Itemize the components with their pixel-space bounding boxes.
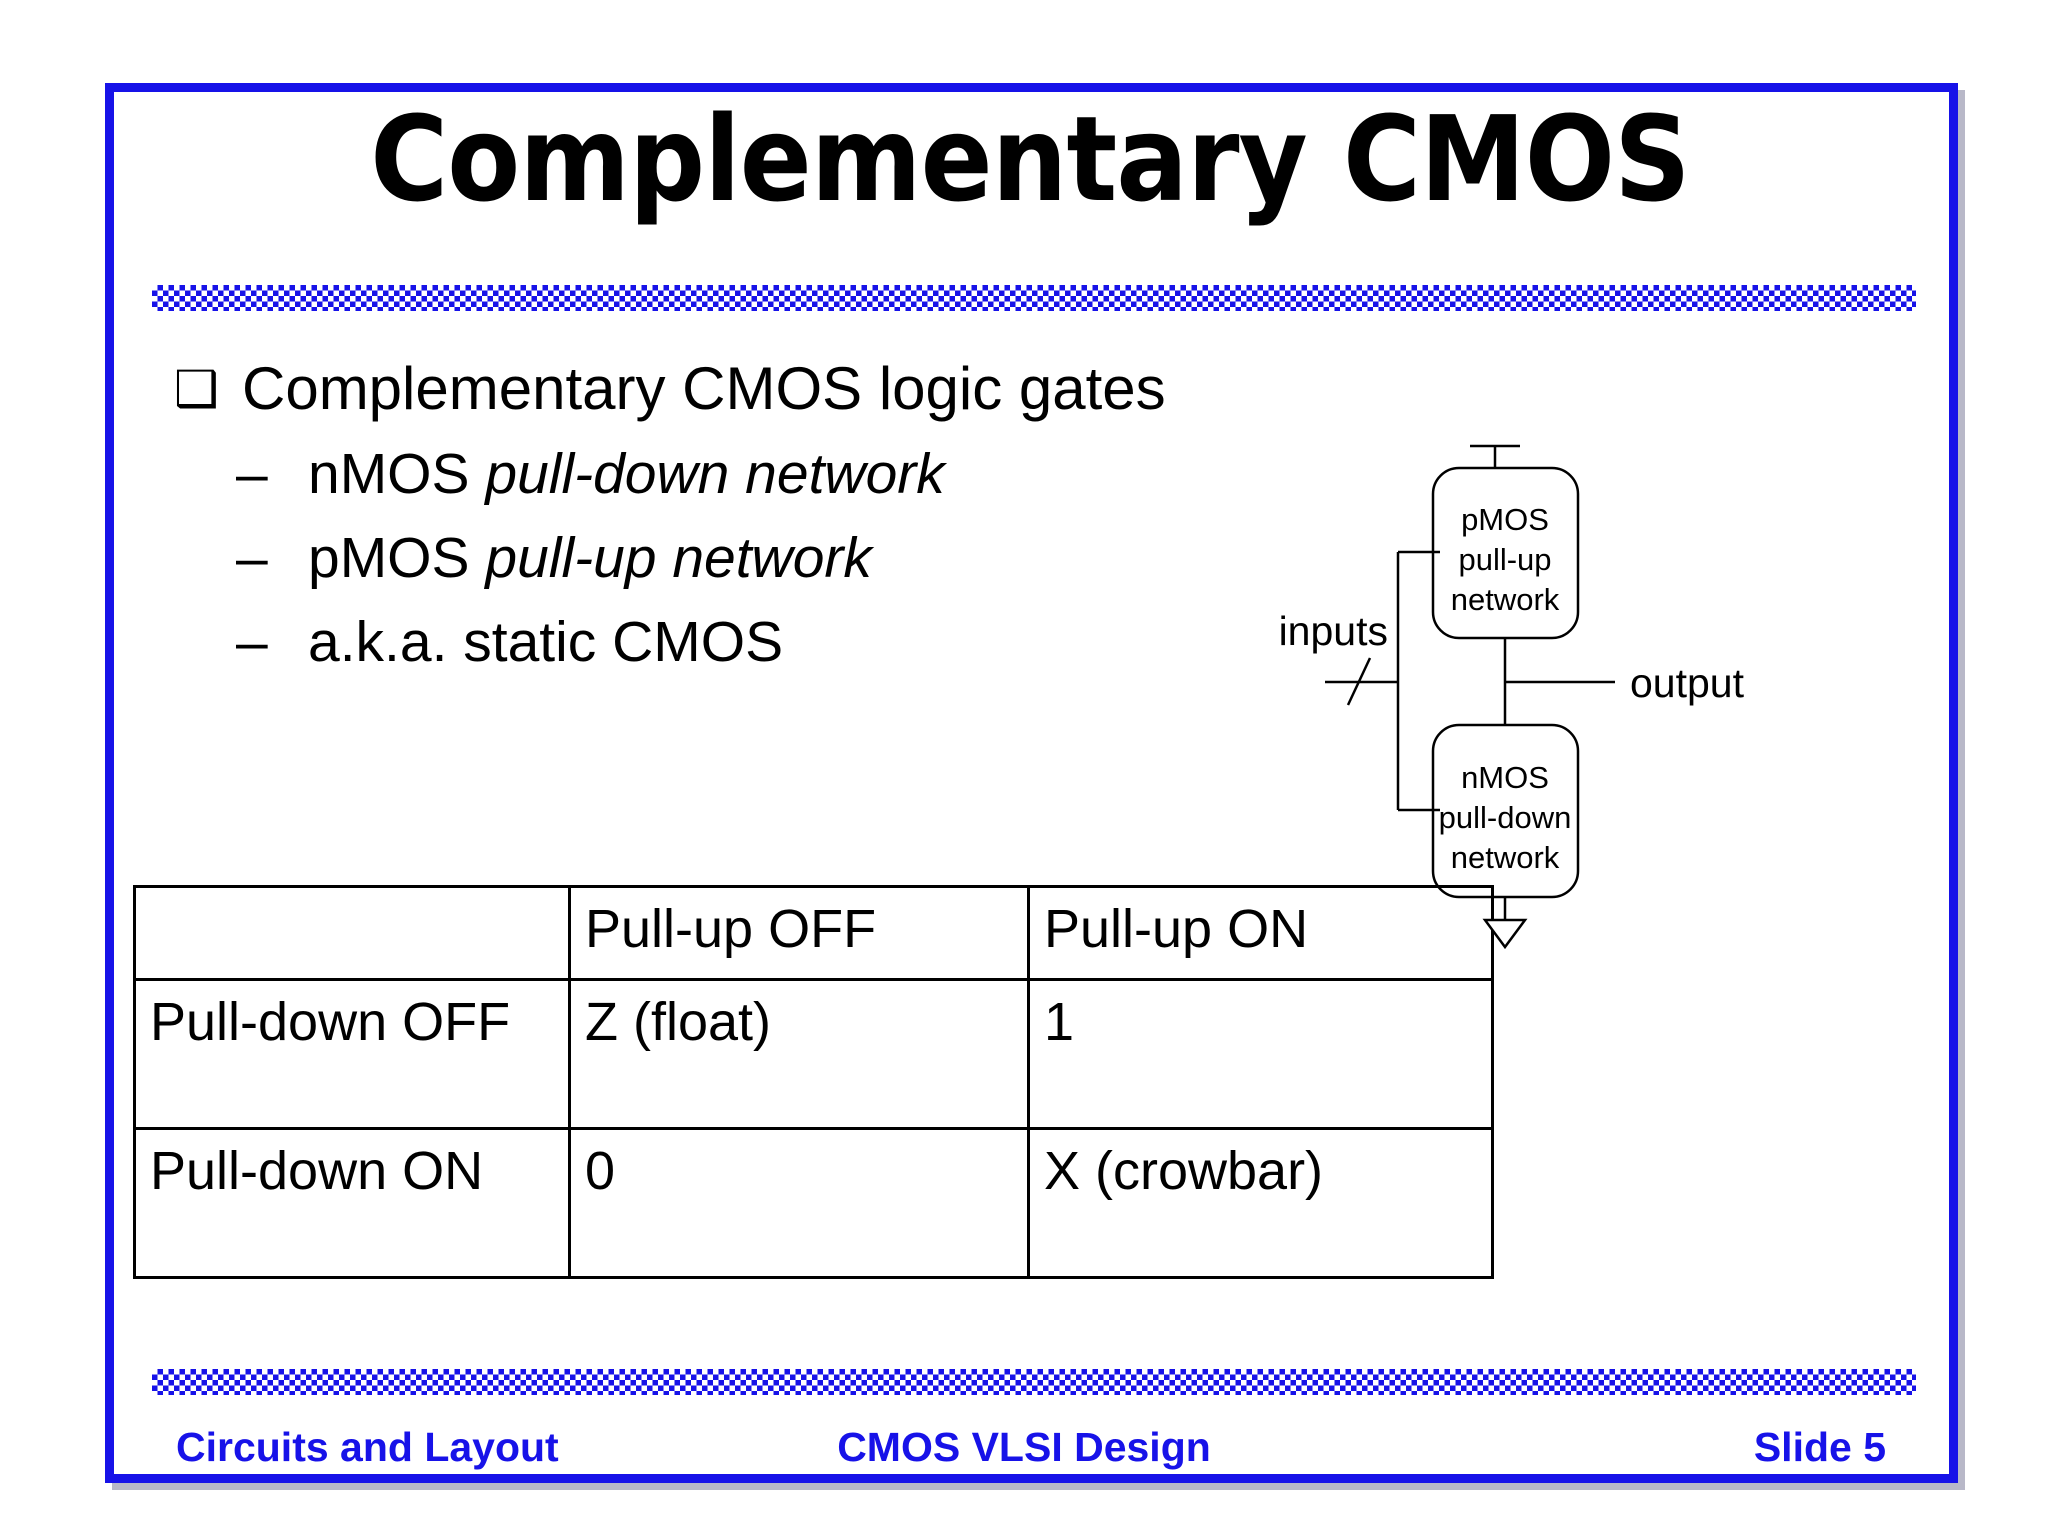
footer-center-label: CMOS VLSI Design <box>837 1424 1211 1470</box>
square-bullet-icon: ❑ <box>174 361 219 417</box>
bullet-plain-text: pMOS <box>308 526 486 590</box>
table-rowheader-pulldown-off: Pull-down OFF <box>133 978 571 1130</box>
bullet-list: ❑ Complementary CMOS logic gates – nMOS … <box>150 352 1270 684</box>
output-label: output <box>1630 660 1745 706</box>
page-title: Complementary CMOS <box>370 90 1690 228</box>
bullet-item-nmos: – nMOS pull-down network <box>150 432 1270 516</box>
table-corner-cell <box>133 885 571 981</box>
inputs-label: inputs <box>1280 608 1388 654</box>
divider-bottom <box>152 1369 1916 1395</box>
bullet-level2-label: pMOS pull-up network <box>308 516 872 600</box>
table-cell-r0c1: Z (float) <box>568 978 1030 1130</box>
footer-left-label: Circuits and Layout <box>176 1424 559 1470</box>
bullet-italic-text: pull-up network <box>485 526 872 590</box>
bullet-plain-text: nMOS <box>308 442 486 506</box>
pmos-label-line1: pMOS <box>1461 502 1549 537</box>
bullet-item-level1: ❑ Complementary CMOS logic gates <box>150 352 1270 426</box>
nmos-label-line1: nMOS <box>1461 760 1549 795</box>
footer-slide-number: Slide 5 <box>1753 1424 1886 1470</box>
divider-top <box>152 285 1916 311</box>
bullet-italic-text: pull-down network <box>485 442 945 506</box>
pmos-label-line3: network <box>1451 582 1560 617</box>
bullet-level1-label: Complementary CMOS logic gates <box>242 355 1166 422</box>
dash-bullet-icon: – <box>236 526 268 590</box>
cmos-block-diagram: pMOS pull-up network nMOS pull-down netw… <box>1280 420 1900 960</box>
nmos-label-line2: pull-down <box>1439 800 1572 835</box>
dash-bullet-icon: – <box>236 610 268 674</box>
table-header-pullup-on: Pull-up ON <box>1027 885 1494 981</box>
bullet-level2-label: nMOS pull-down network <box>308 432 945 516</box>
table-header-pullup-off: Pull-up OFF <box>568 885 1030 981</box>
table-cell-r0c2: 1 <box>1027 978 1494 1130</box>
table-rowheader-pulldown-on: Pull-down ON <box>133 1127 571 1279</box>
bullet-level2-label: a.k.a. static CMOS <box>308 600 783 684</box>
ground-symbol-icon <box>1482 918 1528 950</box>
truth-table: Pull-up OFF Pull-up ON Pull-down OFF Z (… <box>133 885 1494 1279</box>
bullet-item-pmos: – pMOS pull-up network <box>150 516 1270 600</box>
table-cell-r1c2: X (crowbar) <box>1027 1127 1494 1279</box>
table-cell-r1c1: 0 <box>568 1127 1030 1279</box>
bullet-plain-text: a.k.a. static CMOS <box>308 610 784 674</box>
table-header-row: Pull-up OFF Pull-up ON <box>133 885 1494 981</box>
bus-slash-icon <box>1346 657 1372 706</box>
dash-bullet-icon: – <box>236 442 268 506</box>
table-row: Pull-down ON 0 X (crowbar) <box>133 1127 1494 1279</box>
pmos-label-line2: pull-up <box>1458 542 1551 577</box>
bullet-item-static-cmos: – a.k.a. static CMOS <box>150 600 1270 684</box>
table-row: Pull-down OFF Z (float) 1 <box>133 978 1494 1130</box>
nmos-label-line3: network <box>1451 840 1560 875</box>
